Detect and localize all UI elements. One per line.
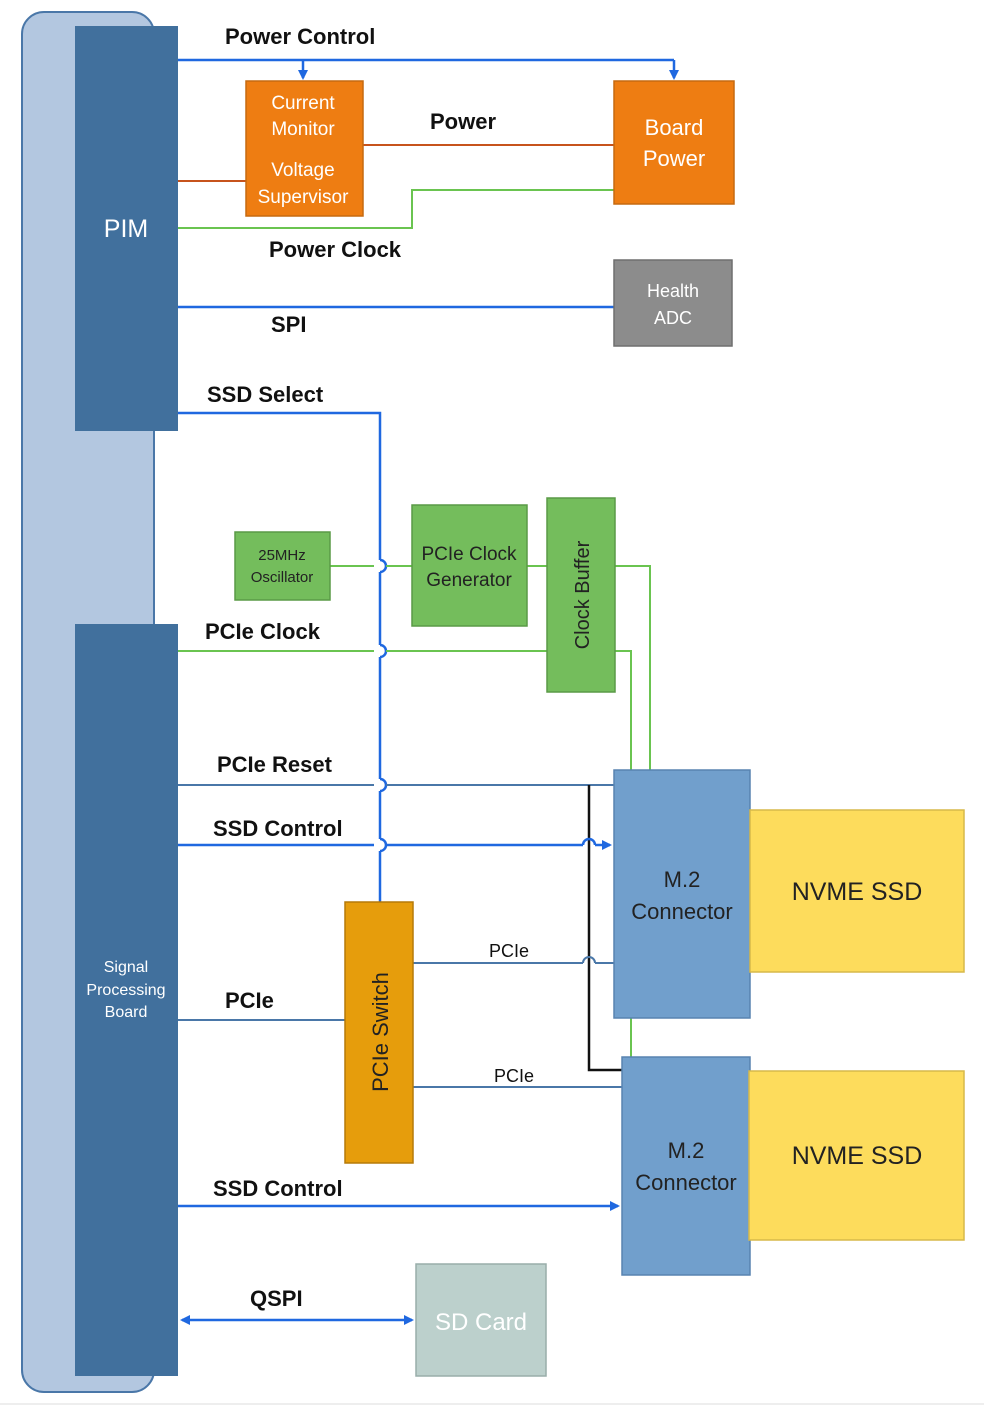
pcie-switch-block — [344, 901, 414, 1164]
pcie-clock-generator-label-1: PCIe Clock — [421, 544, 517, 565]
clock-buffer-block — [546, 497, 616, 693]
pcie-out-bottom-label: PCIe — [494, 1066, 534, 1086]
ssd-select-hop-1 — [379, 558, 388, 574]
m2-connector-top — [613, 769, 751, 1019]
clock-buffer-out-1 — [615, 565, 651, 770]
qspi-label: QSPI — [250, 1286, 303, 1311]
board-power-label-1: Board — [645, 115, 704, 140]
ssd-control-bottom-label: SSD Control — [213, 1176, 343, 1201]
pim-block — [75, 26, 178, 431]
ssd-control-top-hop — [581, 837, 597, 846]
ssd-select-line — [178, 411, 382, 560]
current-monitor-label-2: Monitor — [271, 119, 335, 140]
m2-bottom-label-2: Connector — [635, 1170, 737, 1195]
pcie-clock-generator-block — [411, 504, 528, 627]
health-adc-label-1: Health — [647, 281, 699, 301]
m2-top-label-2: Connector — [631, 899, 733, 924]
oscillator-label-1: 25MHz — [258, 547, 306, 564]
clock-buffer-out-2 — [615, 650, 632, 770]
spb-label-2: Processing — [86, 982, 165, 999]
spb-label-3: Board — [105, 1004, 148, 1021]
ssd-select-label: SSD Select — [207, 382, 324, 407]
m2-connector-bottom — [621, 1056, 751, 1276]
pcie-clock-label: PCIe Clock — [205, 619, 321, 644]
ssd-select-hop-3 — [379, 777, 388, 793]
pcie-reset-branch — [587, 785, 622, 1072]
nvme-top-label: NVME SSD — [792, 878, 923, 906]
current-monitor-label-1: Current — [271, 93, 335, 114]
power-control-label: Power Control — [225, 24, 375, 49]
board-power-block — [613, 80, 735, 205]
power-clock-label: Power Clock — [269, 237, 402, 262]
spi-label: SPI — [271, 312, 306, 337]
health-adc-label-2: ADC — [654, 308, 692, 328]
spb-label-1: Signal — [104, 959, 148, 976]
pcie-out-top-hop — [582, 956, 596, 964]
pcie-out-top-label: PCIe — [489, 941, 529, 961]
power-label: Power — [430, 109, 496, 134]
voltage-supervisor-label-1: Voltage — [271, 160, 334, 181]
pcie-clock-generator-label-2: Generator — [426, 570, 512, 591]
pcie-in-label: PCIe — [225, 988, 274, 1013]
oscillator-label-2: Oscillator — [251, 569, 314, 586]
ssd-select-hop-2 — [379, 643, 388, 659]
current-monitor-block — [245, 80, 364, 217]
signal-processing-board — [75, 624, 178, 1376]
nvme-ssd-bottom — [748, 1070, 965, 1241]
nvme-ssd-top — [749, 809, 965, 973]
clock-buffer-label: Clock Buffer — [572, 540, 594, 649]
oscillator-block — [234, 531, 331, 601]
nvme-bottom-label: NVME SSD — [792, 1142, 923, 1170]
voltage-supervisor-label-2: Supervisor — [258, 187, 349, 208]
pim-label: PIM — [104, 215, 148, 243]
power-clock-line — [178, 189, 614, 229]
health-adc-block — [613, 259, 733, 347]
board-power-label-2: Power — [643, 146, 705, 171]
ssd-control-top-label: SSD Control — [213, 816, 343, 841]
m2-bottom-label-1: M.2 — [668, 1138, 705, 1163]
m2-top-label-1: M.2 — [664, 867, 701, 892]
pcie-reset-label: PCIe Reset — [217, 752, 333, 777]
ssd-select-hop-4 — [379, 837, 388, 853]
sd-card-block — [415, 1263, 547, 1377]
sd-card-label: SD Card — [435, 1309, 527, 1336]
pcie-switch-label: PCIe Switch — [368, 972, 393, 1092]
